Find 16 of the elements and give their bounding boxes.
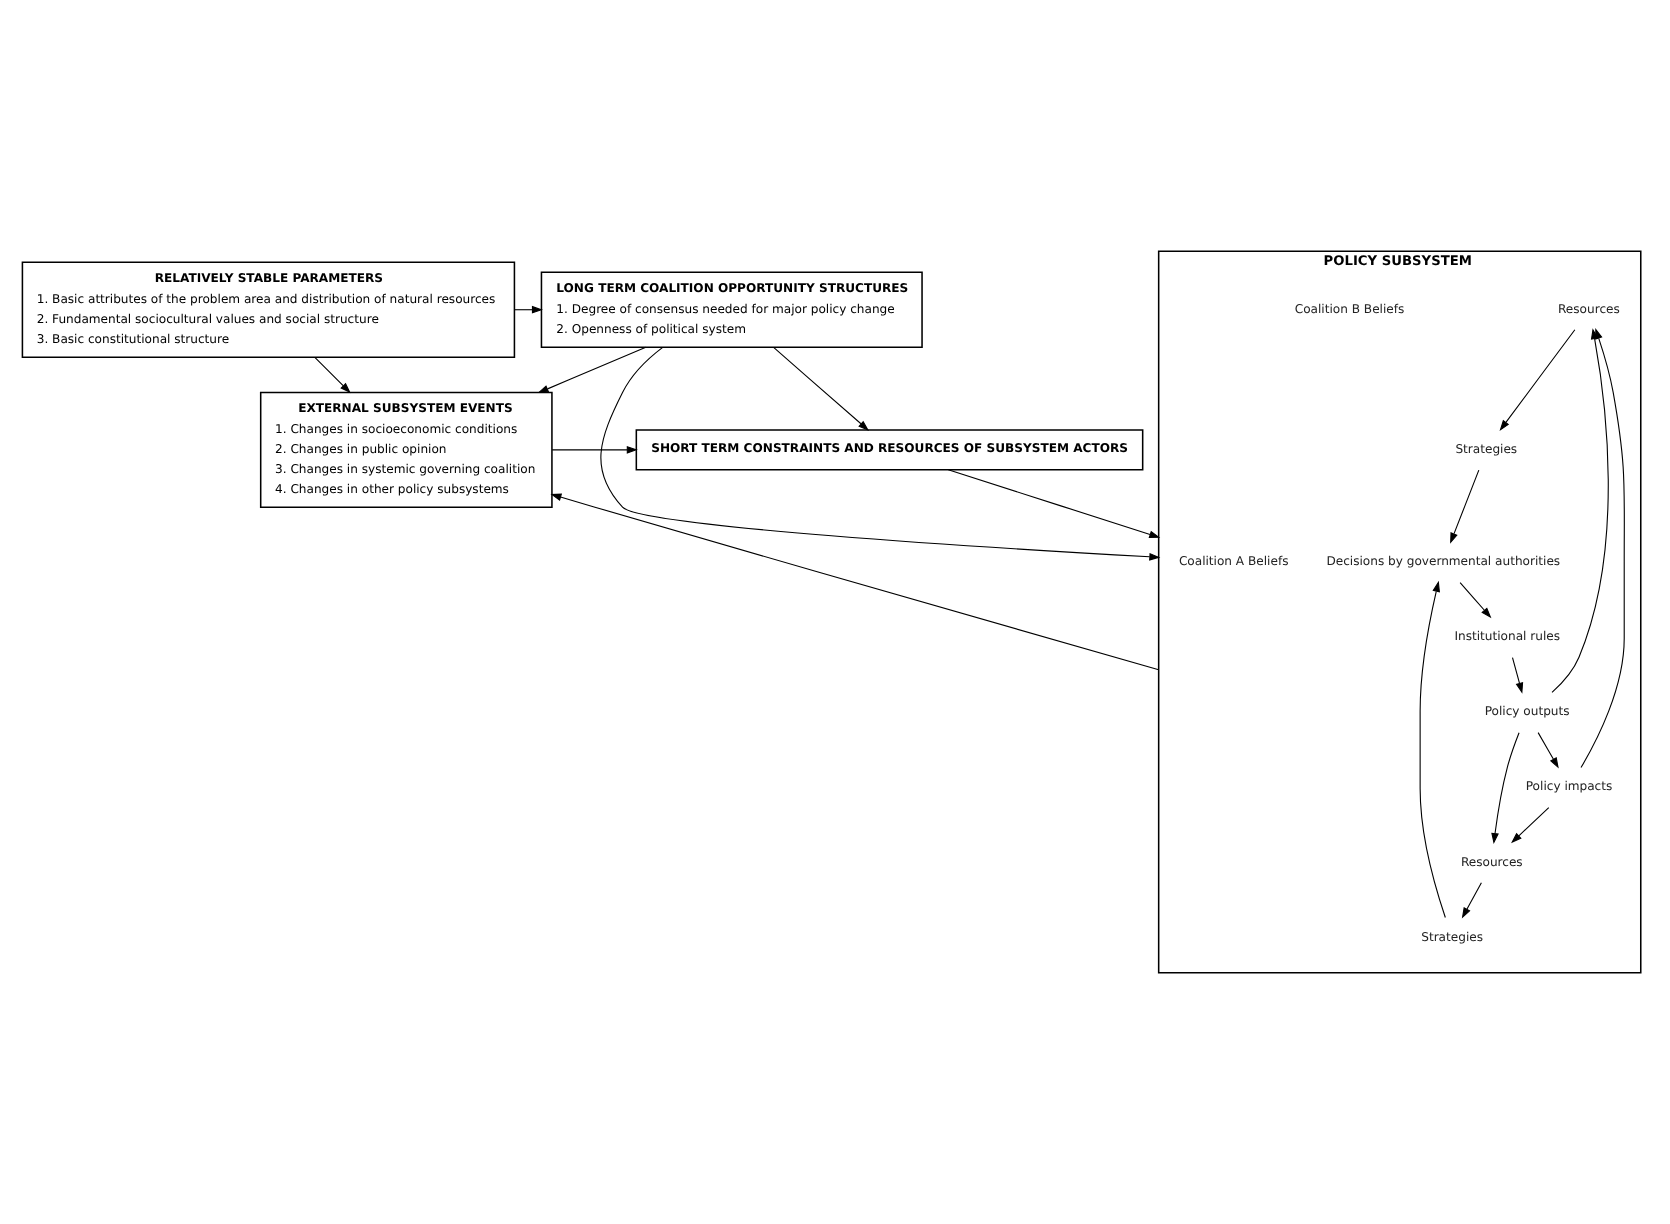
arrow (772, 346, 869, 431)
arrow (1490, 732, 1519, 845)
arrow (1536, 732, 1558, 769)
arrow (550, 445, 637, 454)
arrow (946, 469, 1160, 539)
arrow (536, 346, 646, 394)
arrow (549, 493, 1159, 671)
arrow (1418, 580, 1445, 919)
arrow (1458, 582, 1491, 619)
arrow (599, 346, 1160, 561)
arrow (1510, 807, 1549, 844)
arrow (313, 356, 350, 394)
arrow (1498, 329, 1575, 431)
arrow (1510, 657, 1523, 694)
arrow (1449, 469, 1479, 544)
arrow (1460, 882, 1481, 919)
